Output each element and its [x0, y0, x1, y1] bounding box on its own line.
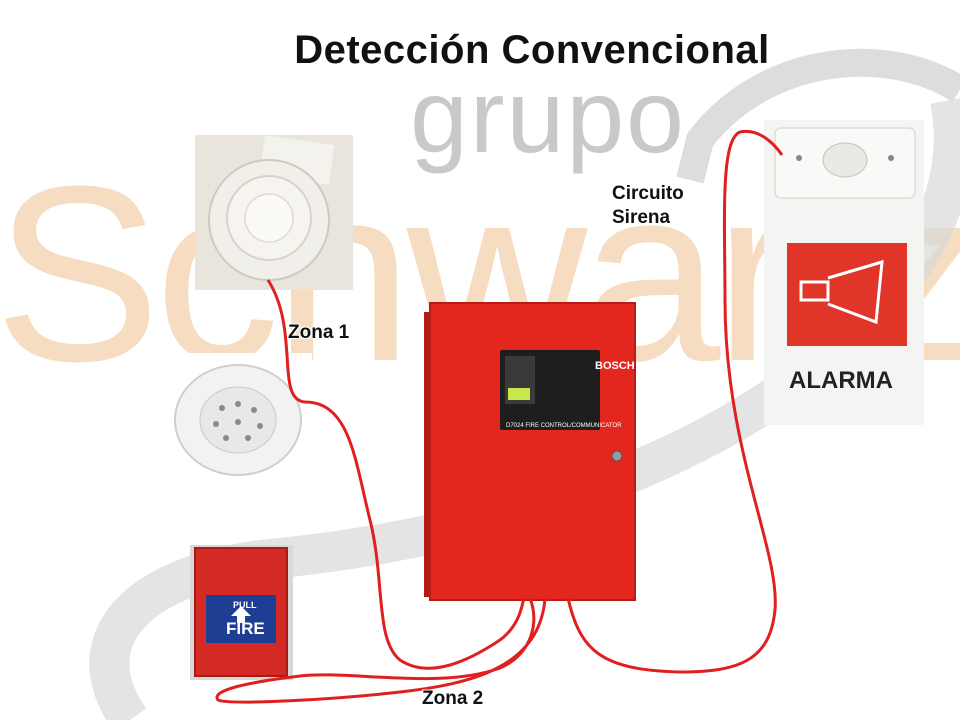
- wire-zona1: [266, 279, 526, 670]
- pull-station-pull-text: PULL: [233, 600, 257, 610]
- label-zona-1: Zona 1: [288, 322, 350, 343]
- wire-zona2: [215, 597, 547, 704]
- alarm-sign-text: ALARMA: [789, 367, 893, 394]
- manual-pull-station: [190, 545, 293, 680]
- label-zona-2: Zona 2: [422, 688, 484, 709]
- pull-station-fire-text: FIRE: [226, 619, 265, 638]
- label-sirena: Sirena: [612, 207, 671, 228]
- page-title: Detección Convencional: [294, 28, 770, 72]
- wire-sirena: [566, 129, 784, 674]
- fire-alarm-control-panel: [424, 302, 636, 601]
- wiring: [215, 129, 784, 704]
- watermark-swoosh: [676, 48, 960, 184]
- smoke-detector-top: [195, 135, 353, 290]
- strobe-alarm-device: [764, 120, 924, 425]
- panel-model-label: D7024 FIRE CONTROL/COMMUNICATOR: [506, 423, 622, 429]
- heat-detector: [172, 353, 312, 480]
- label-circuito: Circuito: [612, 183, 684, 204]
- watermark-grupo: grupo: [410, 59, 686, 175]
- panel-brand-label: BOSCH: [595, 360, 635, 372]
